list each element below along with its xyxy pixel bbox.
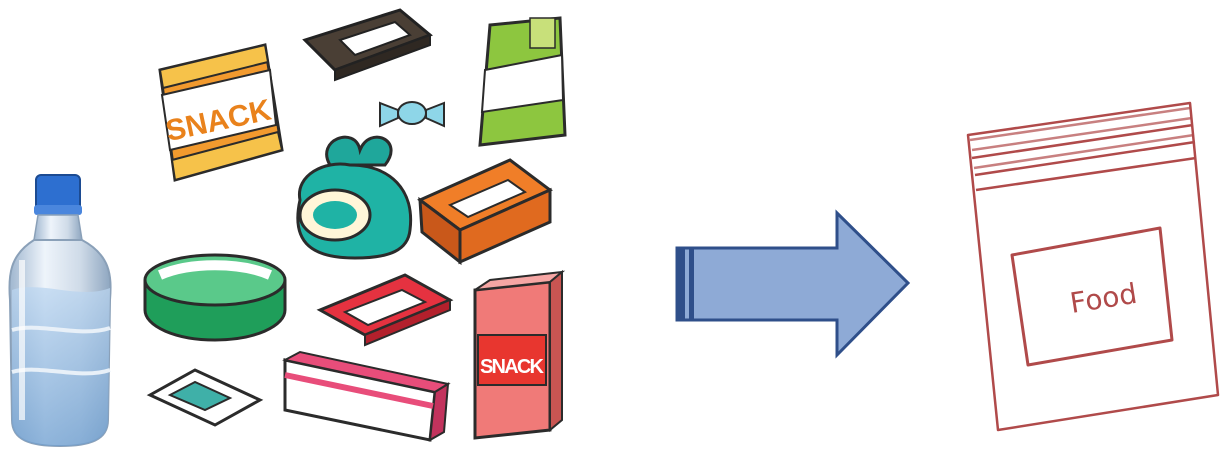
chocolate-bar-icon xyxy=(305,10,430,80)
right-arrow-icon xyxy=(665,0,915,449)
red-candy-bar-icon xyxy=(320,275,450,345)
snack-box-label: SNACK xyxy=(480,356,545,378)
arrow-image xyxy=(665,0,915,449)
teal-sack-icon xyxy=(298,137,411,258)
chip-bag-icon: SNACK xyxy=(160,45,282,180)
snack-box-icon: SNACK xyxy=(475,272,562,438)
zip-bag-icon: Food xyxy=(950,0,1227,449)
water-bottle-icon xyxy=(0,0,122,449)
snack-assortment-image: SNACK xyxy=(130,0,590,449)
water-bottle-image xyxy=(0,0,122,449)
pink-long-box-icon xyxy=(285,352,448,440)
bag-label: Food xyxy=(1068,277,1139,320)
green-tin-icon xyxy=(145,255,285,340)
snack-assortment-icon: SNACK xyxy=(130,0,590,449)
food-bag-image: Food xyxy=(950,0,1227,449)
green-pack-icon xyxy=(480,18,565,145)
wrapped-candy-icon xyxy=(380,102,444,126)
orange-box-icon xyxy=(420,160,550,262)
teal-wrapper-icon xyxy=(150,370,260,425)
